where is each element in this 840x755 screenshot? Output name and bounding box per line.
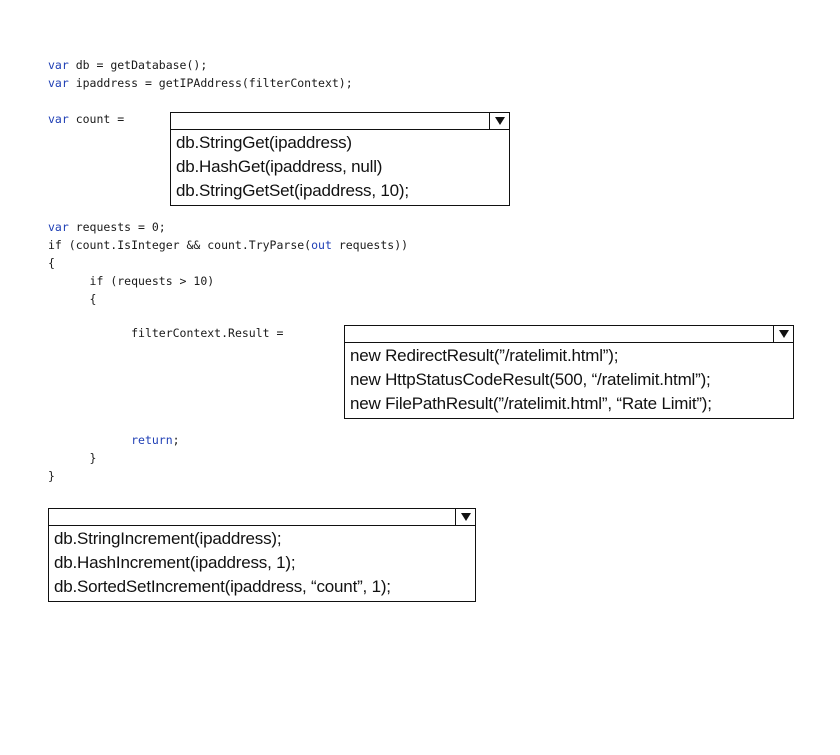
- code-filter-assign: filterContext.Result =: [131, 326, 284, 340]
- brace-inner-open: {: [89, 292, 97, 306]
- chevron-down-icon[interactable]: [773, 326, 793, 342]
- dropdown-option[interactable]: new FilePathResult(”/ratelimit.html”, “R…: [350, 394, 712, 413]
- dropdown-option[interactable]: db.HashIncrement(ipaddress, 1);: [54, 553, 296, 572]
- dropdown-option[interactable]: new HttpStatusCodeResult(500, “/ratelimi…: [350, 370, 711, 389]
- code-if-requests: if (requests > 10): [89, 274, 215, 288]
- code-block-setup: var db = getDatabase(); var ipaddress = …: [48, 56, 353, 92]
- keyword-var: var: [48, 112, 69, 126]
- brace-open: {: [48, 256, 55, 270]
- brace-close: }: [48, 469, 55, 483]
- keyword-out: out: [311, 238, 332, 252]
- code-if-count-end: requests)): [331, 238, 409, 252]
- code-return-semicolon: ;: [172, 433, 180, 447]
- count-source-dropdown[interactable]: db.StringGet(ipaddress) db.HashGet(ipadd…: [170, 112, 510, 206]
- code-line-count: var count =: [48, 110, 124, 128]
- dropdown-option[interactable]: db.HashGet(ipaddress, null): [176, 157, 383, 176]
- count-source-selected[interactable]: [170, 112, 510, 130]
- count-source-options: db.StringGet(ipaddress) db.HashGet(ipadd…: [170, 130, 510, 206]
- keyword-var: var: [48, 58, 69, 72]
- increment-call-dropdown[interactable]: db.StringIncrement(ipaddress); db.HashIn…: [48, 508, 476, 602]
- code-line-requests: requests = 0;: [68, 220, 166, 234]
- increment-call-selected[interactable]: [48, 508, 476, 526]
- keyword-return: return: [131, 433, 173, 447]
- keyword-var: var: [48, 76, 69, 90]
- dropdown-option[interactable]: db.SortedSetIncrement(ipaddress, “count”…: [54, 577, 391, 596]
- dropdown-option[interactable]: new RedirectResult(”/ratelimit.html”);: [350, 346, 619, 365]
- dropdown-option[interactable]: db.StringGet(ipaddress): [176, 133, 352, 152]
- filter-result-dropdown[interactable]: new RedirectResult(”/ratelimit.html”); n…: [344, 325, 794, 419]
- code-line-db: db = getDatabase();: [68, 58, 208, 72]
- code-line-filter-result: filterContext.Result =: [48, 324, 283, 342]
- filter-result-selected[interactable]: [344, 325, 794, 343]
- keyword-var: var: [48, 220, 69, 234]
- dropdown-option[interactable]: db.StringGetSet(ipaddress, 10);: [176, 181, 409, 200]
- dropdown-option[interactable]: db.StringIncrement(ipaddress);: [54, 529, 282, 548]
- chevron-down-icon[interactable]: [489, 113, 509, 129]
- brace-inner-close: }: [89, 451, 97, 465]
- increment-call-options: db.StringIncrement(ipaddress); db.HashIn…: [48, 526, 476, 602]
- code-if-count: if (count.IsInteger && count.TryParse(: [48, 238, 312, 252]
- code-block-return: return; } }: [48, 431, 180, 485]
- chevron-down-icon[interactable]: [455, 509, 475, 525]
- code-block-check: var requests = 0; if (count.IsInteger &&…: [48, 218, 408, 308]
- filter-result-options: new RedirectResult(”/ratelimit.html”); n…: [344, 343, 794, 419]
- code-line-ipaddress: ipaddress = getIPAddress(filterContext);: [68, 76, 353, 90]
- code-count-assign: count =: [68, 112, 125, 126]
